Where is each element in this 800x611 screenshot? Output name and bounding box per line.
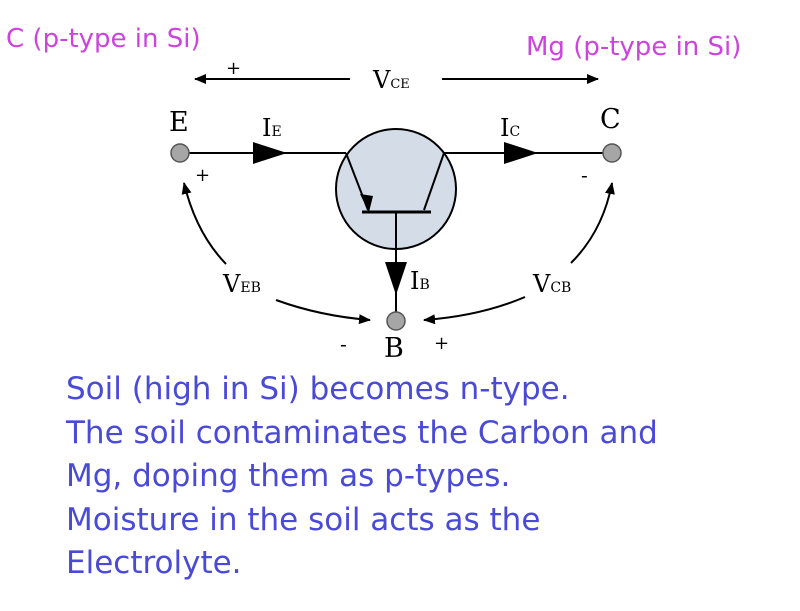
base-minus-sign: - (340, 332, 347, 356)
emitter-terminal (170, 143, 190, 163)
veb-label: VEB (222, 270, 261, 298)
base-terminal (386, 311, 406, 331)
emitter-plus-sign: + (195, 165, 210, 186)
vce-label: VCE (372, 66, 410, 94)
explanation-text: Soil (high in Si) becomes n-type. The so… (66, 368, 791, 586)
emitter-current-label: IE (262, 114, 282, 142)
emitter-lead (189, 142, 346, 164)
base-current-label: IB (410, 267, 430, 295)
vcb-arrow (423, 182, 615, 325)
carbon-material-label: C (p-type in Si) (6, 24, 201, 54)
base-label: B (384, 333, 404, 364)
emitter-label: E (169, 107, 189, 138)
caption-line: Moisture in the soil acts as the (66, 501, 541, 538)
transistor-symbol (345, 152, 445, 312)
vcb-label: VCB (532, 270, 571, 298)
magnesium-material-label: Mg (p-type in Si) (526, 32, 742, 62)
collector-lead (444, 142, 603, 164)
collector-minus-sign: - (581, 163, 588, 187)
veb-arrow (181, 182, 371, 325)
caption-line: The soil contaminates the Carbon and (66, 414, 658, 451)
collector-current-label: IC (500, 114, 520, 142)
base-plus-sign: + (434, 333, 449, 354)
caption-line: Soil (high in Si) becomes n-type. (66, 371, 570, 407)
collector-terminal (602, 143, 622, 163)
caption-line: Electrolyte. (66, 545, 242, 581)
caption-line: Mg, doping them as p-types. (66, 458, 511, 494)
collector-label: C (600, 104, 621, 135)
vce-plus-sign: + (226, 58, 241, 79)
